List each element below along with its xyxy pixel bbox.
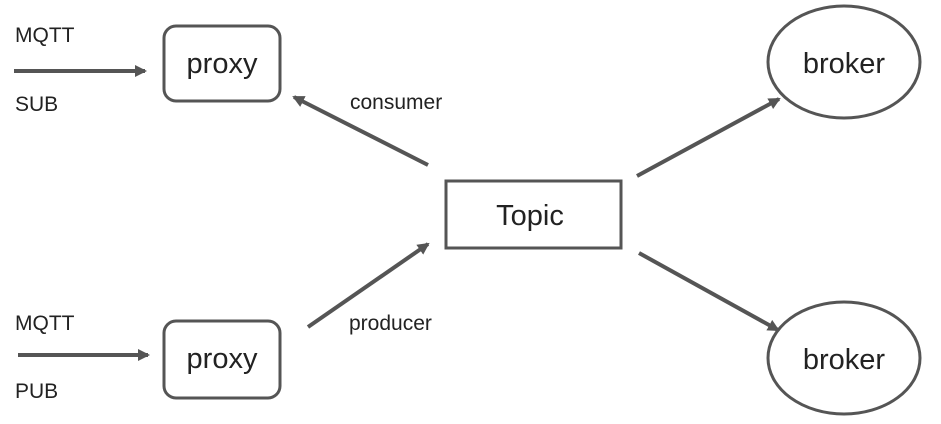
broker-top-node [766,4,922,120]
proxy-top-node [162,24,282,103]
topic-label: Topic [496,200,564,232]
topic-node [444,179,623,250]
topic-to-broker-top-arrow [636,97,781,178]
proxy-bottom-node [162,319,282,400]
consumer-arrow [292,95,429,167]
mqtt-label-top: MQTT [15,24,75,47]
topic-to-broker-bottom-arrow [638,251,780,332]
proxy-top-label: proxy [187,48,258,80]
proxy-bottom-label: proxy [187,343,258,375]
mqtt-label-bottom: MQTT [15,312,75,335]
consumer-label: consumer [350,91,442,114]
broker-bottom-label: broker [803,344,886,376]
producer-arrow [306,242,430,329]
broker-top-label: broker [803,48,886,80]
broker-bottom-node [766,300,922,416]
producer-label: producer [349,312,432,335]
pub-label: PUB [15,380,58,403]
sub-label: SUB [15,93,58,116]
